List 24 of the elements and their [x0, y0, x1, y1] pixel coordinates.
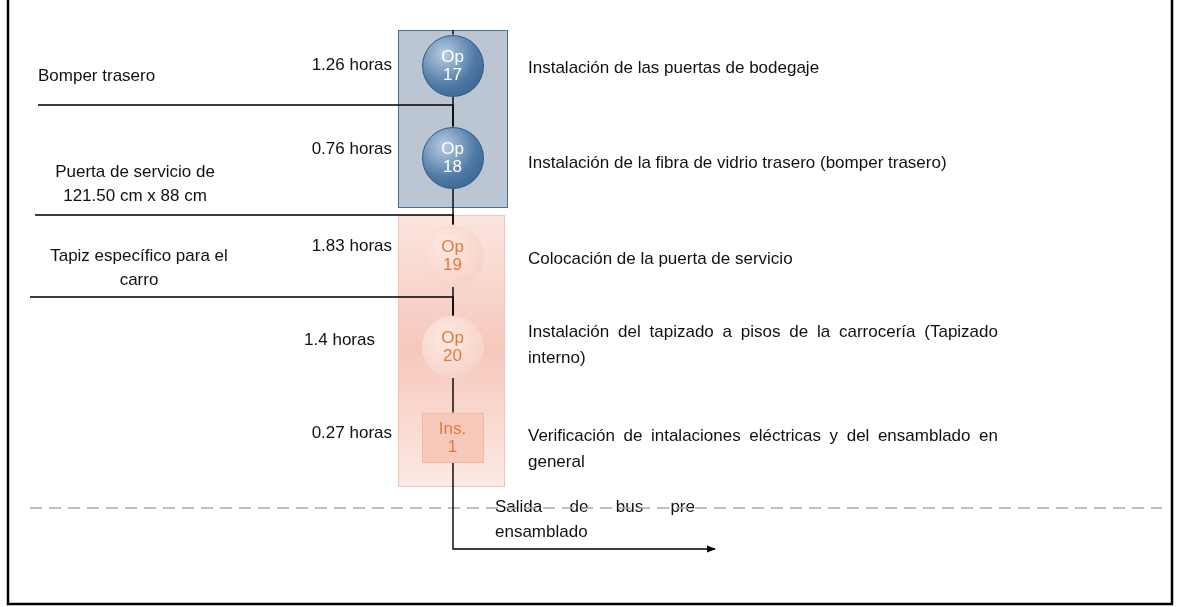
process-band — [398, 215, 505, 487]
operation-circle: Op 18 — [421, 126, 484, 189]
operation-description: Instalación de la fibra de vidrio trasero (bomper trasero) — [528, 152, 948, 174]
flow-line — [452, 29, 454, 36]
operation-description: Verificación de intalaciones eléctricas y del ensamblado en general — [528, 425, 998, 474]
material-inlet-line — [34, 214, 454, 226]
operation-circle: Op 17 — [421, 34, 484, 97]
operation-description: Instalación de las puertas de bodegaje — [528, 57, 821, 79]
material-inlet-line — [37, 104, 454, 128]
operation-description: Instalación del tapizado a pisos de la carrocería (Tapizado interno) — [528, 321, 998, 370]
flow-line — [452, 376, 454, 414]
material-inlet-line — [29, 296, 454, 317]
duration-label: 1.4 horas — [303, 330, 375, 350]
operation-description: Colocación de la puerta de servicio — [528, 248, 794, 270]
duration-label: 1.26 horas — [310, 55, 392, 75]
edge-label: Salida de bus pre ensamblado — [495, 496, 695, 543]
duration-label: 1.83 horas — [310, 236, 392, 256]
operation-circle: Op 20 — [421, 315, 484, 378]
flow-arrow — [452, 461, 716, 553]
process-band — [398, 30, 508, 208]
inspection-square: Ins. 1 — [421, 412, 484, 463]
duration-label: 0.27 horas — [310, 423, 392, 443]
operation-circle: Op 19 — [421, 224, 484, 287]
duration-label: 0.76 horas — [310, 139, 392, 159]
